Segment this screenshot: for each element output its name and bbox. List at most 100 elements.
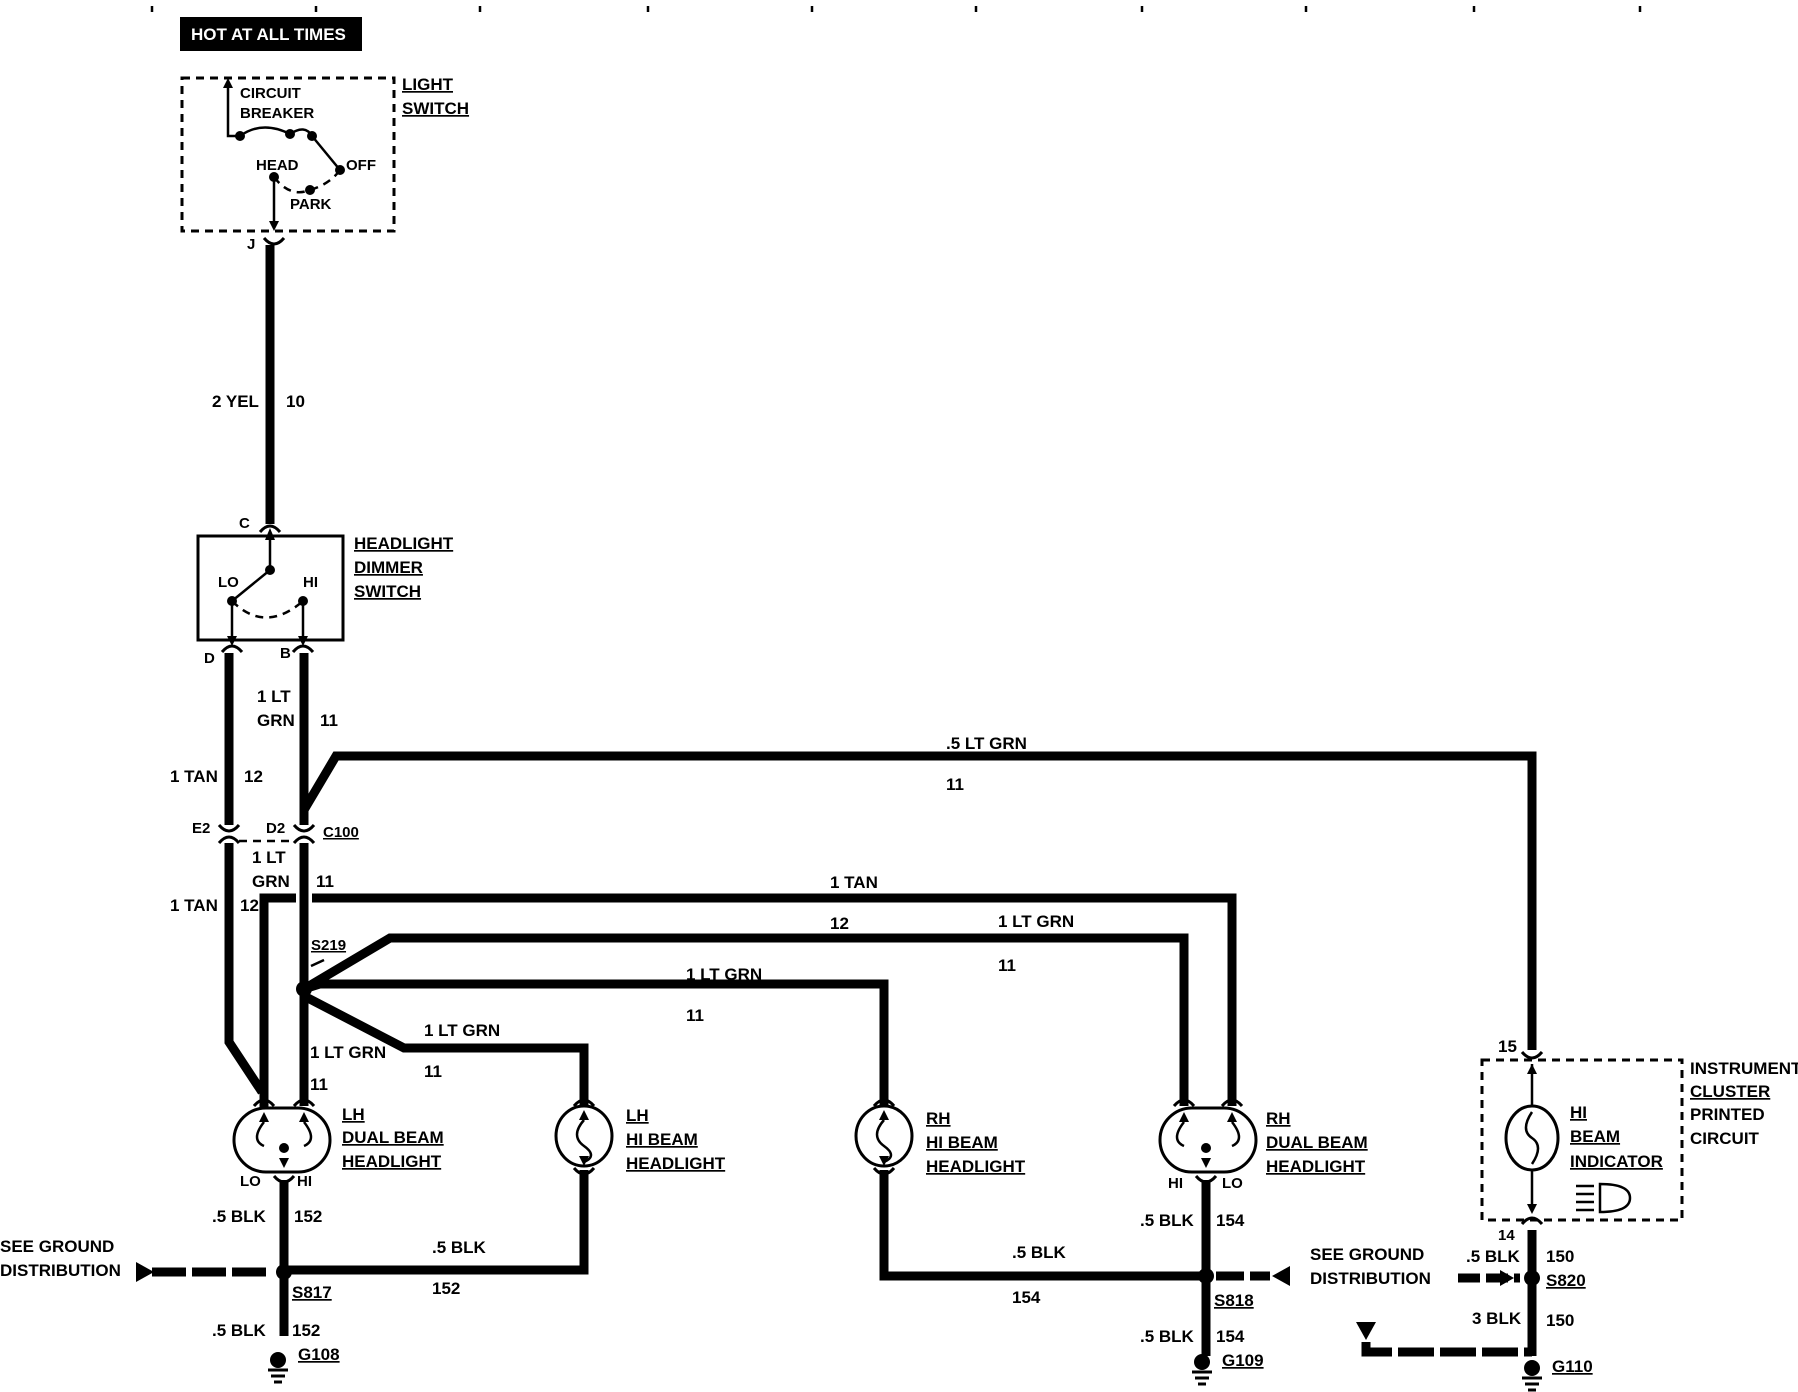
rh-dual-title-1: RH: [1266, 1109, 1291, 1128]
dimmer-title-3: SWITCH: [354, 582, 421, 601]
wire-ltgrn-indicator-gauge: .5 LT GRN: [946, 734, 1027, 753]
lh-dual-title-1: LH: [342, 1105, 365, 1124]
wire-yel-circuit: 10: [286, 392, 305, 411]
wire-ltgrn-rh-dual-circuit: 11: [998, 956, 1016, 975]
wire-ltgrn-rh-hi-circuit: 11: [686, 1006, 704, 1025]
wire-tan-rh-gauge: 1 TAN: [830, 873, 878, 892]
park-label: PARK: [290, 196, 332, 213]
ground-mid-wire-c-circuit: 154: [1216, 1327, 1245, 1346]
wire-ltgrn-lh-dual-circuit: 11: [310, 1075, 328, 1094]
lh-hi-beam-headlight: LH HI BEAM HEADLIGHT: [554, 1098, 726, 1176]
cluster-title-1: INSTRUMENT: [1690, 1059, 1798, 1078]
s219-label: S219: [311, 937, 346, 954]
rh-dual-title-2: DUAL BEAM: [1266, 1133, 1368, 1152]
wire-tan-mid-gauge: 1 TAN: [170, 896, 218, 915]
lh-dual-beam-headlight: LH DUAL BEAM HEADLIGHT LO HI: [232, 1098, 444, 1190]
ground-mid-wire-b-circuit: 154: [1012, 1288, 1041, 1307]
circuit-breaker-label-2: BREAKER: [240, 105, 314, 122]
headlight-dimmer-switch: C HEADLIGHT DIMMER SWITCH LO HI D B: [196, 515, 454, 667]
dimmer-pin-b: B: [280, 645, 291, 662]
ground-mid-see-2: DISTRIBUTION: [1310, 1269, 1431, 1288]
ground-left-see-1: SEE GROUND: [0, 1237, 114, 1256]
wire-ltgrn-top-gauge-1: 1 LT: [257, 687, 291, 706]
wire-tan-top-gauge: 1 TAN: [170, 767, 218, 786]
c100-name: C100: [323, 824, 359, 841]
c100-pin-e2: E2: [192, 820, 210, 837]
ground-right-wire-a-circuit: 150: [1546, 1247, 1574, 1266]
cluster-title-2: CLUSTER: [1690, 1082, 1770, 1101]
rh-dual-hi-label: HI: [1168, 1175, 1183, 1192]
rh-hi-title-3: HEADLIGHT: [926, 1157, 1026, 1176]
ground-left-label: G108: [298, 1345, 340, 1364]
wire-ltgrn-rh-hi-gauge: 1 LT GRN: [686, 965, 762, 984]
rh-hi-beam-headlight: RH HI BEAM HEADLIGHT: [854, 1098, 1026, 1176]
rh-dual-lo-label: LO: [1222, 1175, 1243, 1192]
dimmer-title-1: HEADLIGHT: [354, 534, 454, 553]
ground-mid-see-1: SEE GROUND: [1310, 1245, 1424, 1264]
ground-left-wire-c-circuit: 152: [292, 1321, 320, 1340]
rh-hi-title-1: RH: [926, 1109, 951, 1128]
ground-right-splice: S820: [1546, 1271, 1586, 1290]
rh-dual-beam-headlight: RH DUAL BEAM HEADLIGHT HI LO: [1158, 1098, 1368, 1192]
ground-left-wire-b-gauge: .5 BLK: [432, 1238, 487, 1257]
wire-ltgrn-mid-circuit: 11: [316, 872, 334, 891]
ground-right-wire-b-gauge: 3 BLK: [1472, 1309, 1522, 1328]
wire-ltgrn-top-circuit: 11: [320, 711, 338, 730]
lh-dual-title-3: HEADLIGHT: [342, 1152, 442, 1171]
ground-left-wire-a-gauge: .5 BLK: [212, 1207, 267, 1226]
ground-left-splice: S817: [292, 1283, 332, 1302]
ground-mid-wire-a-gauge: .5 BLK: [1140, 1211, 1195, 1230]
lh-hi-title-2: HI BEAM: [626, 1130, 698, 1149]
ground-mid-splice: S818: [1214, 1291, 1254, 1310]
hot-at-all-times-banner: HOT AT ALL TIMES: [180, 17, 362, 51]
ground-right: .5 BLK 150 S820 3 BLK 150 G110: [1356, 1230, 1593, 1392]
dimmer-title-2: DIMMER: [354, 558, 423, 577]
ground-left: SEE GROUND DISTRIBUTION .5 BLK 152 .5 BL…: [0, 1170, 589, 1384]
dimmer-lo-label: LO: [218, 574, 239, 591]
wire-ltgrn-top-gauge-2: GRN: [257, 711, 295, 730]
c100-pin-d2: D2: [266, 820, 285, 837]
lh-hi-title-3: HEADLIGHT: [626, 1154, 726, 1173]
ground-symbol-g110: [1522, 1360, 1542, 1392]
lh-dual-title-2: DUAL BEAM: [342, 1128, 444, 1147]
light-switch-title-1: LIGHT: [402, 75, 454, 94]
top-edge-ticks: [150, 6, 1642, 12]
lh-hi-title-1: LH: [626, 1106, 649, 1125]
ground-mid-wire-c-gauge: .5 BLK: [1140, 1327, 1195, 1346]
wire-ltgrn-lh-hi-gauge: 1 LT GRN: [424, 1021, 500, 1040]
cluster-ind-1: HI: [1570, 1103, 1587, 1122]
ground-left-see-2: DISTRIBUTION: [0, 1261, 121, 1280]
cluster-pin-15: 15: [1498, 1037, 1517, 1056]
ground-symbol-g109: [1192, 1354, 1212, 1386]
connector-c100: E2 D2 C100: [192, 820, 359, 845]
banner-text: HOT AT ALL TIMES: [191, 25, 346, 44]
dimmer-pin-c: C: [239, 515, 250, 532]
cluster-title-4: CIRCUIT: [1690, 1129, 1760, 1148]
cluster-ind-3: INDICATOR: [1570, 1152, 1663, 1171]
wire-ltgrn-rh-dual-gauge: 1 LT GRN: [998, 912, 1074, 931]
wire-ltgrn-indicator-circuit: 11: [946, 775, 964, 794]
cluster-ind-2: BEAM: [1570, 1127, 1620, 1146]
ground-symbol-g108: [268, 1352, 288, 1384]
head-label: HEAD: [256, 157, 299, 174]
ground-right-wire-a-gauge: .5 BLK: [1466, 1247, 1521, 1266]
ground-left-wire-c-gauge: .5 BLK: [212, 1321, 267, 1340]
headlight-indicator-icon: [1576, 1182, 1632, 1214]
cluster-title-3: PRINTED: [1690, 1105, 1765, 1124]
wire-tan-rh-circuit: 12: [830, 914, 849, 933]
ground-left-wire-b-circuit: 152: [432, 1279, 460, 1298]
wire-ltgrn-lh-dual-gauge: 1 LT GRN: [310, 1043, 386, 1062]
ground-mid-wire-a-circuit: 154: [1216, 1211, 1245, 1230]
ground-left-wire-a-circuit: 152: [294, 1207, 322, 1226]
wire-tan-top-circuit: 12: [244, 767, 263, 786]
wire-yel-10: 2 YEL 10: [212, 245, 305, 524]
dimmer-pin-d: D: [204, 650, 215, 667]
ground-mid: SEE GROUND DISTRIBUTION .5 BLK 154 .5 BL…: [879, 1170, 1431, 1386]
wire-ltgrn-lh-hi-circuit: 11: [424, 1062, 442, 1081]
instrument-cluster: 15 HI BEAM INDICATOR INSTRUMENT CLUSTER …: [1480, 1037, 1798, 1244]
light-switch-pin-j: J: [247, 236, 255, 253]
ground-right-wire-b-circuit: 150: [1546, 1311, 1574, 1330]
wire-tan-mid-circuit: 12: [240, 896, 259, 915]
ground-mid-label: G109: [1222, 1351, 1264, 1370]
